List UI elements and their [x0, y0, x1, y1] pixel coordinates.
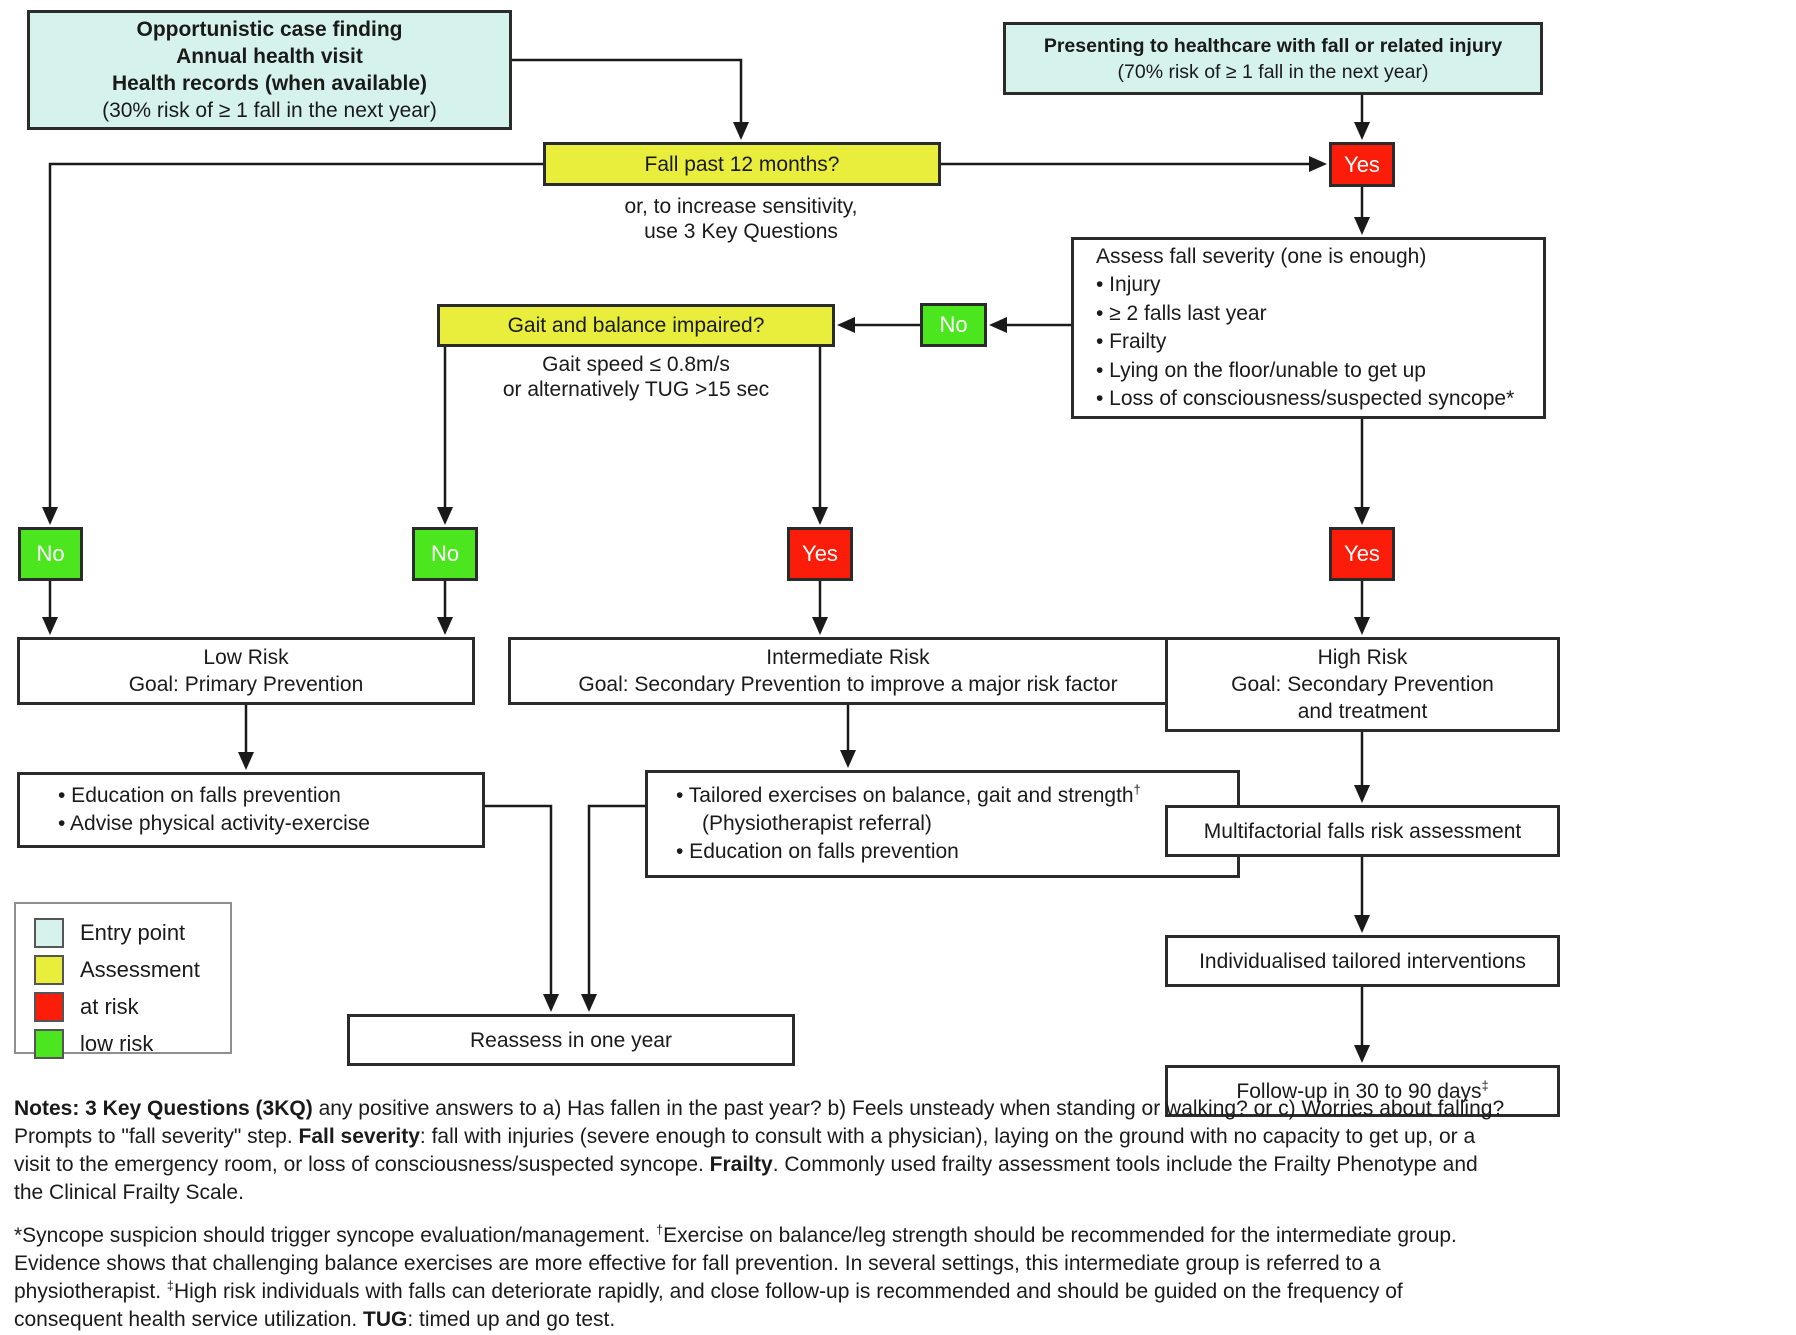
notes-paragraph-2: *Syncope suspicion should trigger syncop… [14, 1223, 1457, 1331]
no-badge-assess: No [920, 303, 987, 347]
legend-row-low-risk: low risk [34, 1027, 230, 1061]
arrow-entry-left-to-fall-question [512, 58, 749, 140]
legend-label-assessment: Assessment [80, 957, 200, 982]
legend-swatch-assessment [34, 955, 64, 985]
reassess-box: Reassess in one year [347, 1014, 795, 1066]
yes-badge-top: Yes [1329, 142, 1395, 187]
sensitivity-note: or, to increase sensitivity,use 3 Key Qu… [624, 195, 858, 243]
arrow-fall-question-to-no-left [42, 162, 543, 525]
assess-severity-box: Assess fall severity (one is enough)• In… [1071, 237, 1546, 419]
arrow-tailored-to-reassess [581, 804, 645, 1012]
notes-paragraph-1: Notes: 3 Key Questions (3KQ) any positiv… [14, 1097, 1505, 1204]
arrow-education-to-reassess [485, 804, 559, 1012]
fall-question-box: Fall past 12 months? [543, 142, 941, 186]
education-actions-box: • Education on falls prevention• Advise … [17, 772, 485, 848]
followup-box: Follow-up in 30 to 90 days‡ [1165, 1065, 1560, 1117]
legend: Entry point Assessment at risk low risk [14, 902, 232, 1059]
no-badge-gait: No [412, 527, 478, 581]
no-badge-left: No [18, 527, 83, 581]
legend-row-at-risk: at risk [34, 990, 230, 1024]
legend-swatch-low-risk [34, 1029, 64, 1059]
legend-label-entry-point: Entry point [80, 920, 186, 945]
legend-swatch-at-risk [34, 992, 64, 1022]
legend-row-entry-point: Entry point [34, 916, 230, 950]
yes-badge-gait: Yes [787, 527, 853, 581]
multifactorial-box: Multifactorial falls risk assessment [1165, 805, 1560, 857]
tailored-actions-box: • Tailored exercises on balance, gait an… [645, 770, 1240, 878]
gait-question-box: Gait and balance impaired? [437, 304, 835, 347]
yes-badge-high: Yes [1329, 527, 1395, 581]
individualised-box: Individualised tailored interventions [1165, 935, 1560, 987]
entry-right-box: Presenting to healthcare with fall or re… [1003, 22, 1543, 95]
legend-row-assessment: Assessment [34, 953, 230, 987]
legend-swatch-entry-point [34, 918, 64, 948]
legend-label-low-risk: low risk [80, 1031, 154, 1056]
legend-label-at-risk: at risk [80, 994, 139, 1019]
